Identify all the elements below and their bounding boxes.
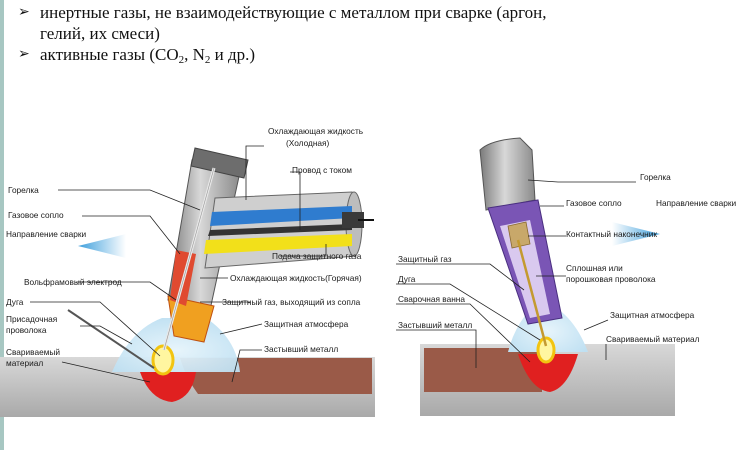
label-wire: Сплошная или [566, 263, 623, 273]
bullet-inert-gases: ➢ инертные газы, не взаимодействующие с … [18, 2, 738, 44]
arc [151, 344, 175, 376]
label-current-wire: Провод с током [292, 165, 352, 175]
label-gas-nozzle-right: Газовое сопло [566, 198, 622, 208]
subscript-2: 2 [178, 54, 185, 66]
label-filler-wire-2: проволока [6, 325, 47, 335]
hose-connector [342, 212, 364, 228]
bullet-list: ➢ инертные газы, не взаимодействующие с … [18, 2, 738, 71]
label-shield-gas-supply: Подача защитного газа [272, 251, 362, 261]
torch-top-right [479, 137, 536, 211]
label-shield-atmosphere: Защитная атмосфера [264, 319, 349, 329]
arrow-bullet-icon: ➢ [18, 4, 30, 20]
shield-gas-cloud [112, 318, 240, 372]
label-wire-2: порошковая проволока [566, 274, 656, 284]
coolant-cold-channel [210, 206, 352, 226]
label-torch-right: Горелка [640, 172, 671, 182]
label-arc-right: Дуга [398, 274, 416, 284]
weld-direction-arrow-right [612, 222, 660, 246]
bullet-inert-text: инертные газы, не взаимодействующие с ме… [40, 3, 547, 22]
contact-tip [507, 221, 531, 249]
bullet-active-mid: , N [184, 45, 205, 64]
label-torch: Горелка [8, 185, 39, 195]
label-filler-wire: Присадочная [6, 314, 57, 324]
label-coolant-cold-2: (Холодная) [286, 138, 330, 148]
label-tungsten-electrode: Вольфрамовый электрод [24, 277, 122, 287]
label-arc: Дуга [6, 297, 24, 307]
label-weld-pool: Сварочная ванна [398, 294, 465, 304]
label-shield-gas: Защитный газ [398, 254, 452, 264]
welding-wire [516, 239, 548, 347]
label-base-material-right: Свариваемый материал [606, 334, 700, 344]
torch-cap [190, 147, 249, 179]
label-shield-atmosphere-right: Защитная атмосфера [610, 310, 695, 320]
gas-supply-channel [204, 234, 352, 254]
current-wire [208, 224, 352, 236]
arc-right [536, 336, 556, 364]
bullet-active-prefix: активные газы (CO [40, 45, 179, 64]
bullet-inert-text-line2: гелий, их смеси) [40, 24, 160, 43]
label-base-material-2: материал [6, 358, 43, 368]
weld-direction-arrow [78, 234, 126, 258]
label-weld-direction: Направление сварки [6, 229, 86, 239]
label-solid-metal-right: Застывший металл [398, 320, 472, 330]
label-gas-nozzle: Газовое сопло [8, 210, 64, 220]
bullet-active-suffix: и др.) [210, 45, 256, 64]
label-coolant-hot: Охлаждающая жидкость(Горячая) [230, 273, 362, 283]
subscript-2: 2 [204, 54, 211, 66]
slide-accent-bar [0, 0, 4, 450]
weld-pool [140, 372, 196, 402]
label-coolant-cold: Охлаждающая жидкость [268, 126, 363, 136]
label-contact-tip: Контактный наконечник [566, 229, 657, 239]
mig-welding-diagram: Горелка Газовое сопло Направление сварки… [396, 137, 736, 416]
arrow-bullet-icon: ➢ [18, 46, 30, 62]
label-solid-metal: Застывший металл [264, 344, 338, 354]
label-shield-gas-out: Защитный газ, выходящий из сопла [222, 297, 361, 307]
bullet-active-gases: ➢ активные газы (CO2, N2 и др.) [18, 44, 738, 71]
label-weld-direction-right: Направление сварки [656, 198, 736, 208]
label-base-material: Свариваемый [6, 347, 60, 357]
filler-wire [67, 309, 155, 369]
weld-pool-right [518, 354, 578, 392]
tig-welding-diagram: Охлаждающая жидкость (Холодная) Провод с… [0, 126, 375, 417]
